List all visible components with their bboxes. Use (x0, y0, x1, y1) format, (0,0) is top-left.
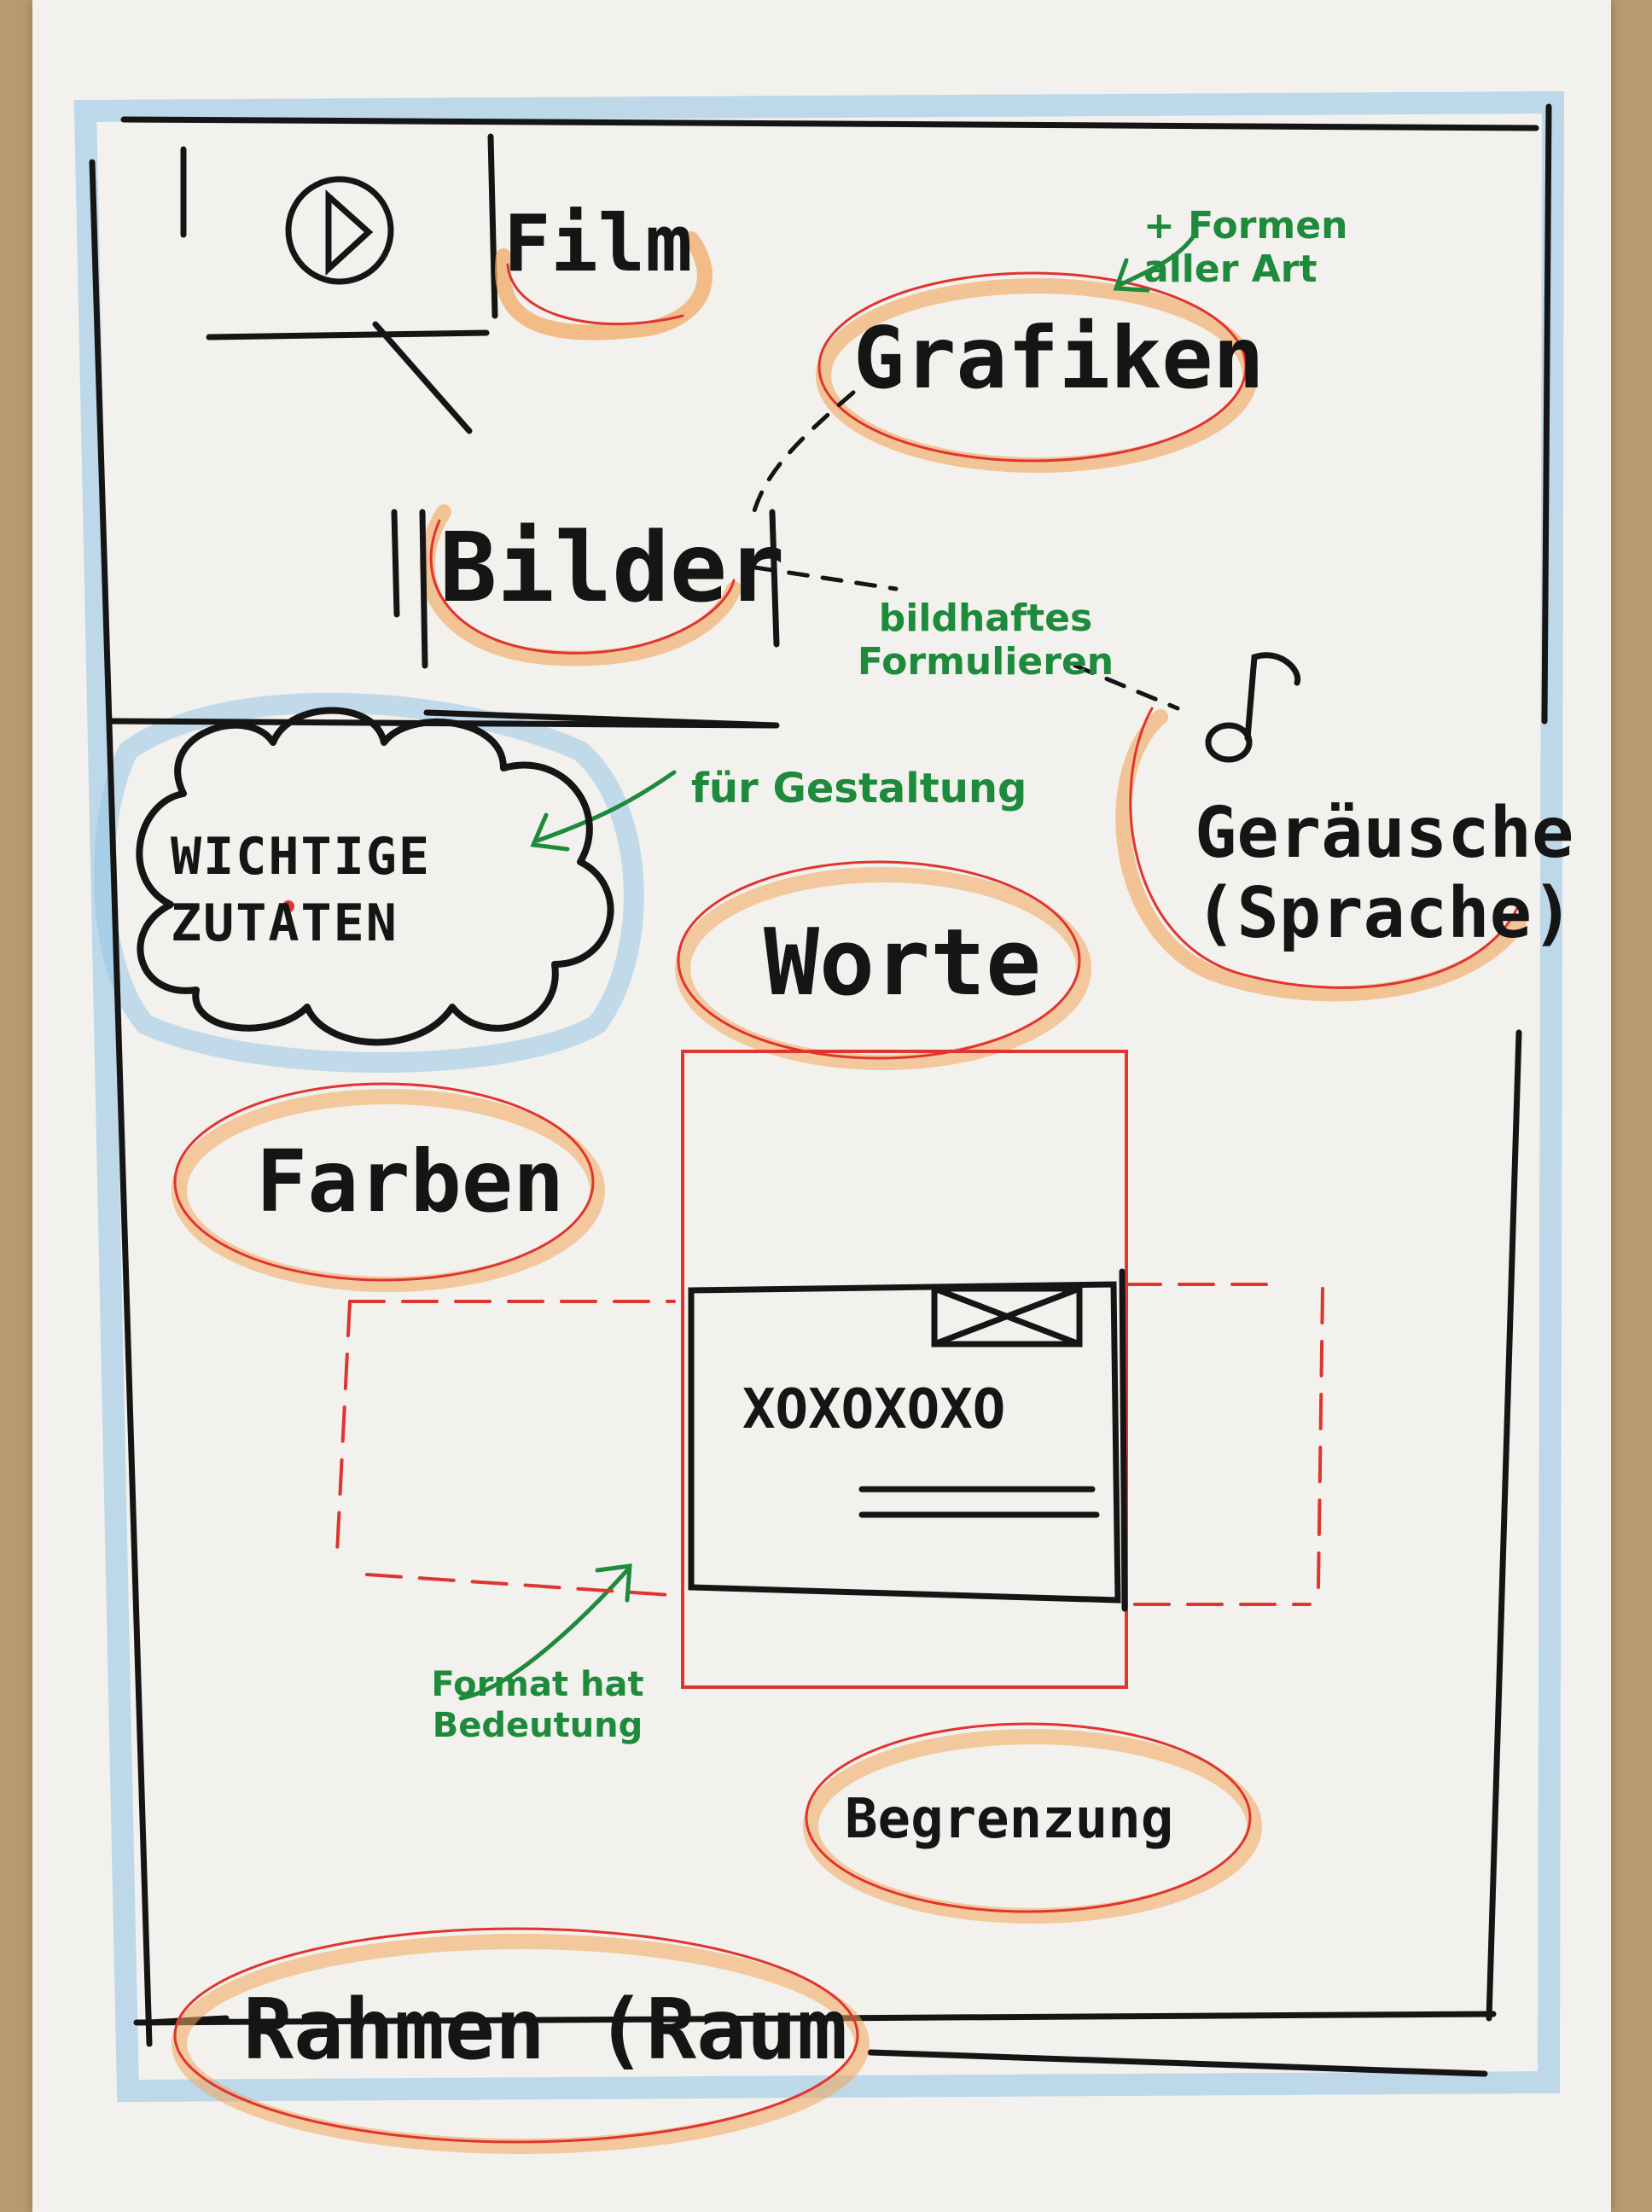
blue-chalk-frame (73, 90, 1565, 2103)
bilder-box (391, 509, 780, 729)
cloud-shape (136, 707, 614, 1046)
label-film: Film (503, 198, 693, 289)
label-rahmen: Rahmen (Raum (243, 1982, 848, 2079)
label-bilder: Bilder (439, 513, 785, 624)
content-card (688, 1268, 1128, 1612)
film-screen-icon (180, 133, 498, 434)
music-note-icon (1205, 652, 1301, 763)
label-worte: Worte (764, 910, 1042, 1016)
highlight-ellipses (172, 231, 1527, 2154)
label-begrenzung: Begrenzung (845, 1788, 1174, 1851)
label-grafiken: Grafiken (853, 308, 1265, 408)
red-dot (282, 900, 294, 912)
image-placeholder-icon (931, 1285, 1083, 1348)
label-farben: Farben (256, 1132, 565, 1231)
label-xoxo: XOXOXOXO (742, 1378, 1006, 1441)
label-format: Format hat Bedeutung (431, 1665, 644, 1745)
red-format-frames (335, 1050, 1324, 1689)
label-bildhaftes: bildhaftes Formulieren (857, 597, 1114, 684)
dashed-connectors (748, 390, 1180, 711)
label-gestaltung: für Gestaltung (691, 765, 1027, 812)
green-arrows (458, 232, 1197, 1701)
play-icon (285, 176, 394, 285)
label-wichtige-zutaten: WICHTIGE ZUTATEN (171, 827, 431, 953)
label-formen: + Formen aller Art (1143, 204, 1348, 291)
label-geraeusche: Geräusche (Sprache) (1195, 793, 1574, 955)
